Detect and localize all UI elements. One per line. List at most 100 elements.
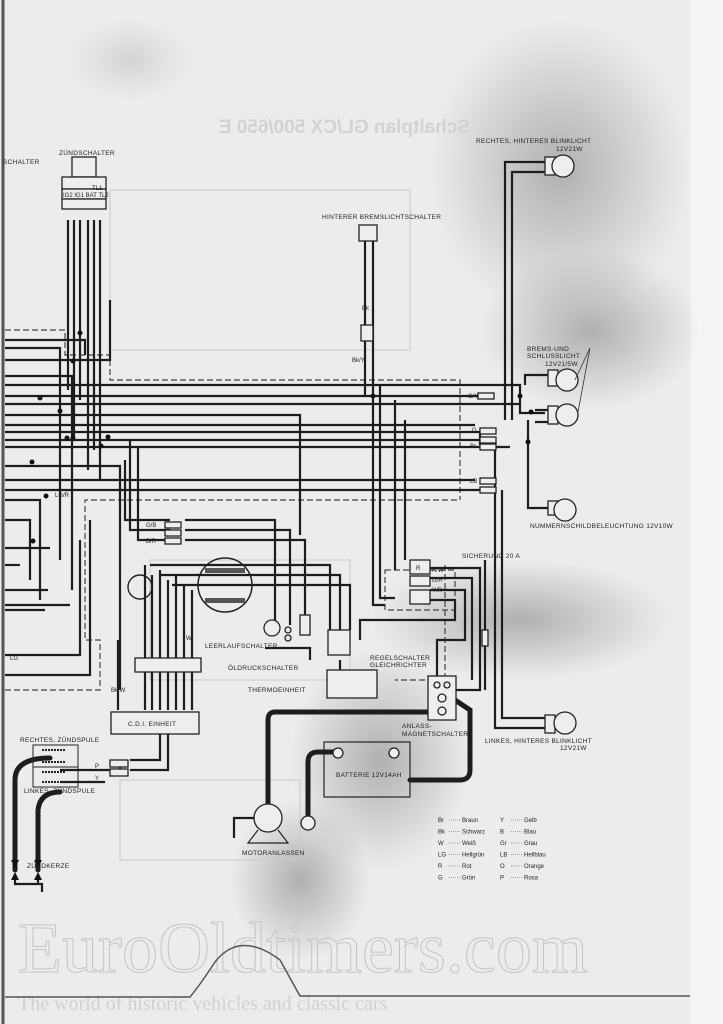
legend-color-name: Hellblau [524, 853, 546, 859]
wire-label-bk-y: Bk/Y [352, 358, 365, 364]
wire-label-rw: R/W [432, 568, 444, 574]
thermo-unit-label: THERMOEINHEIT [248, 687, 306, 694]
legend-color-name: Weiß [462, 841, 476, 847]
paper-fold [5, 944, 690, 998]
legend-color-name: Rosa [524, 876, 539, 882]
wire-label-br-r: B/R [146, 539, 157, 545]
left-rear-turn-bulb [553, 711, 577, 735]
left-rear-turn-rating: 12V21W [560, 745, 587, 752]
watermark-brand: EuroOldtimers.com [18, 908, 588, 988]
brake-tail-label-2: SCHLUSSLICHT [527, 353, 580, 360]
ignition-terminals-label: IG2 IG1 BAT TL2 [63, 193, 109, 199]
show-through-grid [109, 189, 411, 861]
starter-motor [232, 803, 316, 844]
battery-label: BATTERIE 12V14AH [336, 772, 402, 779]
legend-code: B [500, 830, 504, 836]
legend-code: W [438, 841, 444, 847]
right-ignition-coil-label: RECHTES, ZÜNDSPULE [20, 736, 100, 744]
cdi-label: C.D.I. EINHEIT [128, 721, 176, 728]
alternator [127, 557, 253, 613]
ignition-coils [32, 744, 79, 788]
brake-tail-bulb-1 [555, 368, 579, 392]
brake-switch-wires [363, 240, 407, 607]
ignition-switch-label: ZÜNDSCHALTER [59, 149, 115, 157]
regulator-label-2: GLEICHRICHTER [370, 662, 427, 669]
neutral-switch-label: LEERLAUFSCHALTER [205, 643, 278, 650]
oil-pressure-switch-label: ÖLDRUCKSCHALTER [228, 664, 298, 672]
wire-label-lgr: LG/R [55, 493, 70, 499]
brake-light-switch [358, 224, 378, 342]
sensors [263, 614, 312, 660]
cdi-wires [116, 440, 352, 710]
brake-light-switch-label: HINTERER BREMSLICHTSCHALTER [322, 214, 441, 221]
wire-label-gy: G/Y [468, 394, 478, 400]
legend-code: R [438, 864, 443, 870]
regulator-rectifier [326, 629, 378, 699]
wire-label-gb: G/B [146, 523, 156, 529]
legend-code: Br [438, 818, 444, 824]
legend-color-name: Blau [524, 830, 536, 836]
wire-label-br: Br [470, 444, 476, 450]
legend-color-name: Braun [462, 818, 478, 824]
fuse [481, 629, 489, 647]
legend-code: G [438, 876, 443, 882]
left-rear-turn-label: LINKES, HINTERES BLINKLICHT [485, 738, 592, 745]
spark-plugs [11, 860, 44, 892]
legend-code: Y [500, 818, 504, 824]
thermo-unit [299, 614, 311, 636]
wire-label-g: G [472, 428, 477, 434]
mirrored-title: Schaltplan GL/CX 500/650 E [219, 117, 470, 138]
schalter-label: SCHALTER [3, 159, 40, 166]
legend-code: P [500, 876, 504, 882]
battery [323, 741, 411, 798]
pulse-generator [127, 574, 153, 600]
wire-label-lb: LB [470, 479, 477, 485]
page-edge [690, 0, 723, 1024]
junction-dots [29, 330, 534, 544]
legend-color-name: Gelb [524, 818, 537, 824]
legend-code: LB [500, 853, 507, 859]
wire-label-yr: Y/R [432, 588, 443, 594]
brake-tail-bulb-2 [555, 403, 579, 427]
bulbs [544, 154, 591, 735]
watermark-tagline: The world of historic vehicles and class… [18, 993, 388, 1015]
neutral-switch [263, 619, 281, 637]
regulator-label-1: REGELSCHALTER [370, 655, 430, 662]
wire-label-p: P [95, 764, 99, 770]
ignition-switch [61, 156, 107, 210]
wire-label-gr: G/R [432, 578, 443, 584]
ignition-tl1-label: TL1 [92, 186, 103, 192]
wire-label-w: W [186, 636, 192, 642]
license-plate-label: NUMMERNSCHILDBELEUCHTUNG 12V10W [530, 523, 673, 530]
legend-code: Bk [438, 830, 446, 836]
cdi-unit [110, 657, 202, 735]
right-rear-turn-label: RECHTES, HINTERES BLINKLICHT [476, 138, 591, 145]
legend-code: Gr [500, 841, 507, 847]
legend-color-name: Orange [524, 864, 545, 870]
ignition-switch-wires [66, 220, 102, 480]
wire-label-y: Y [95, 776, 99, 782]
rear-light-wires [493, 160, 548, 730]
legend-color-name: Grau [524, 841, 537, 847]
spark-plug-label: ZÜNDKERZE [27, 862, 70, 870]
starter-relay [427, 675, 457, 721]
legend-color-name: Schwarz [462, 830, 485, 836]
charging-circuit-wires [12, 560, 487, 873]
wire-label-bw: Bk/W [111, 688, 126, 694]
left-ignition-coil-label: LINKES, ZÜNDSPULE [24, 787, 96, 795]
fuse-label: SICHERUNG 20 A [462, 553, 520, 560]
right-rear-turn-bulb [551, 154, 575, 178]
license-plate-bulb [553, 498, 577, 522]
starter-motor-label: MOTORANLASSEN [242, 850, 305, 857]
legend-color-name: Grün [462, 876, 475, 882]
wire-label-r: R [416, 566, 421, 572]
legend-color-name: Rot [462, 864, 472, 870]
brake-tail-label-1: BREMS-UND [527, 346, 569, 353]
wire-label-bk: Bk [362, 306, 370, 312]
wire-label-lg: LG [10, 656, 18, 662]
connectors [109, 392, 497, 777]
starter-relay-label-2: MAGNETSCHALTER [402, 731, 468, 738]
brake-tail-rating: 12V21/5W [545, 361, 578, 368]
